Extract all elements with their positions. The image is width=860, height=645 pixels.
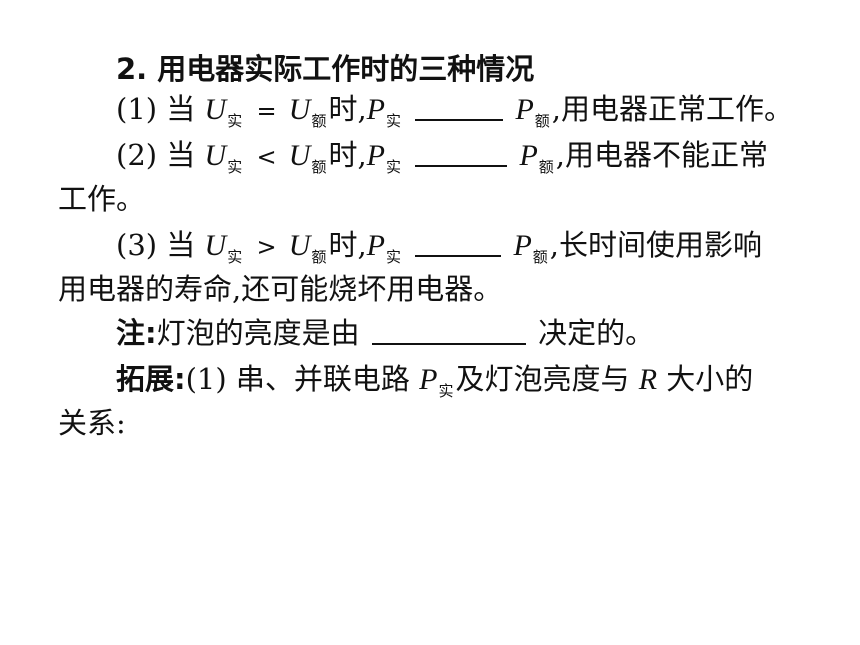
extension-text-before: (1) 串、并联电路 xyxy=(185,362,410,396)
case-3-cont-text: 用电器的寿命,还可能烧坏用电器。 xyxy=(58,272,503,306)
sub-rated: 额 xyxy=(311,112,327,130)
extension-text-after: 及灯泡亮度与 xyxy=(455,362,630,396)
case-1-line: (1) 当 U实 = U额时,P实 P额,用电器正常工作。 xyxy=(0,86,860,132)
case-3-tail: ,长时间使用影响 xyxy=(549,228,763,262)
case-3-line: (3) 当 U实 > U额时,P实 P额,长时间使用影响 xyxy=(0,222,860,268)
note-text-after: 决定的。 xyxy=(538,316,655,350)
sub-rated: 额 xyxy=(534,112,550,130)
var-p: P xyxy=(366,229,385,262)
var-u: U xyxy=(288,229,311,262)
extension-label: 拓展: xyxy=(116,362,186,396)
answer-blank-note[interactable] xyxy=(371,315,526,345)
section-heading: 2. 用电器实际工作时的三种情况 xyxy=(0,46,860,92)
sub-actual: 实 xyxy=(386,248,402,266)
equals-sign: = xyxy=(256,97,277,125)
var-p: P xyxy=(366,93,385,126)
var-p: P xyxy=(515,93,534,126)
note-label: 注: xyxy=(116,316,157,350)
sub-actual: 实 xyxy=(227,158,243,176)
sub-rated: 额 xyxy=(538,158,554,176)
var-r: R xyxy=(638,363,658,396)
sub-actual: 实 xyxy=(227,112,243,130)
sub-rated: 额 xyxy=(311,248,327,266)
case-2-number: (2) 当 xyxy=(116,138,196,172)
note-line: 注:灯泡的亮度是由 决定的。 xyxy=(0,310,860,356)
case-2-line: (2) 当 U实 < U额时,P实 P额,用电器不能正常 xyxy=(0,132,860,178)
case-1-number: (1) 当 xyxy=(116,92,196,126)
heading-text: 2. 用电器实际工作时的三种情况 xyxy=(116,52,535,86)
sub-rated: 额 xyxy=(532,248,548,266)
var-p: P xyxy=(366,139,385,172)
extension-text-end: 大小的 xyxy=(666,362,754,396)
var-p: P xyxy=(513,229,532,262)
var-u: U xyxy=(204,139,227,172)
case-3-number: (3) 当 xyxy=(116,228,196,262)
extension-continuation: 关系: xyxy=(0,400,860,446)
extension-line: 拓展:(1) 串、并联电路 P实及灯泡亮度与 R 大小的 xyxy=(0,356,860,402)
answer-blank-3[interactable] xyxy=(415,227,502,257)
note-text-before: 灯泡的亮度是由 xyxy=(156,316,360,350)
sub-actual: 实 xyxy=(227,248,243,266)
answer-blank-1[interactable] xyxy=(415,91,504,121)
sub-rated: 额 xyxy=(311,158,327,176)
sub-actual: 实 xyxy=(386,158,402,176)
answer-blank-2[interactable] xyxy=(415,137,508,167)
extension-cont-text: 关系: xyxy=(58,406,126,440)
var-u: U xyxy=(204,93,227,126)
sub-actual: 实 xyxy=(438,382,454,400)
case-3-continuation: 用电器的寿命,还可能烧坏用电器。 xyxy=(0,266,860,312)
case-3-mid: 时, xyxy=(328,228,367,262)
case-1-tail: ,用电器正常工作。 xyxy=(551,92,794,126)
var-u: U xyxy=(288,93,311,126)
greater-than-sign: > xyxy=(256,233,277,261)
var-p: P xyxy=(419,363,438,396)
case-2-cont-text: 工作。 xyxy=(58,182,146,216)
case-2-tail: ,用电器不能正常 xyxy=(555,138,769,172)
case-1-mid: 时, xyxy=(328,92,367,126)
var-u: U xyxy=(288,139,311,172)
case-2-continuation: 工作。 xyxy=(0,176,860,222)
var-u: U xyxy=(204,229,227,262)
var-p: P xyxy=(519,139,538,172)
less-than-sign: < xyxy=(256,143,277,171)
case-2-mid: 时, xyxy=(328,138,367,172)
sub-actual: 实 xyxy=(386,112,402,130)
